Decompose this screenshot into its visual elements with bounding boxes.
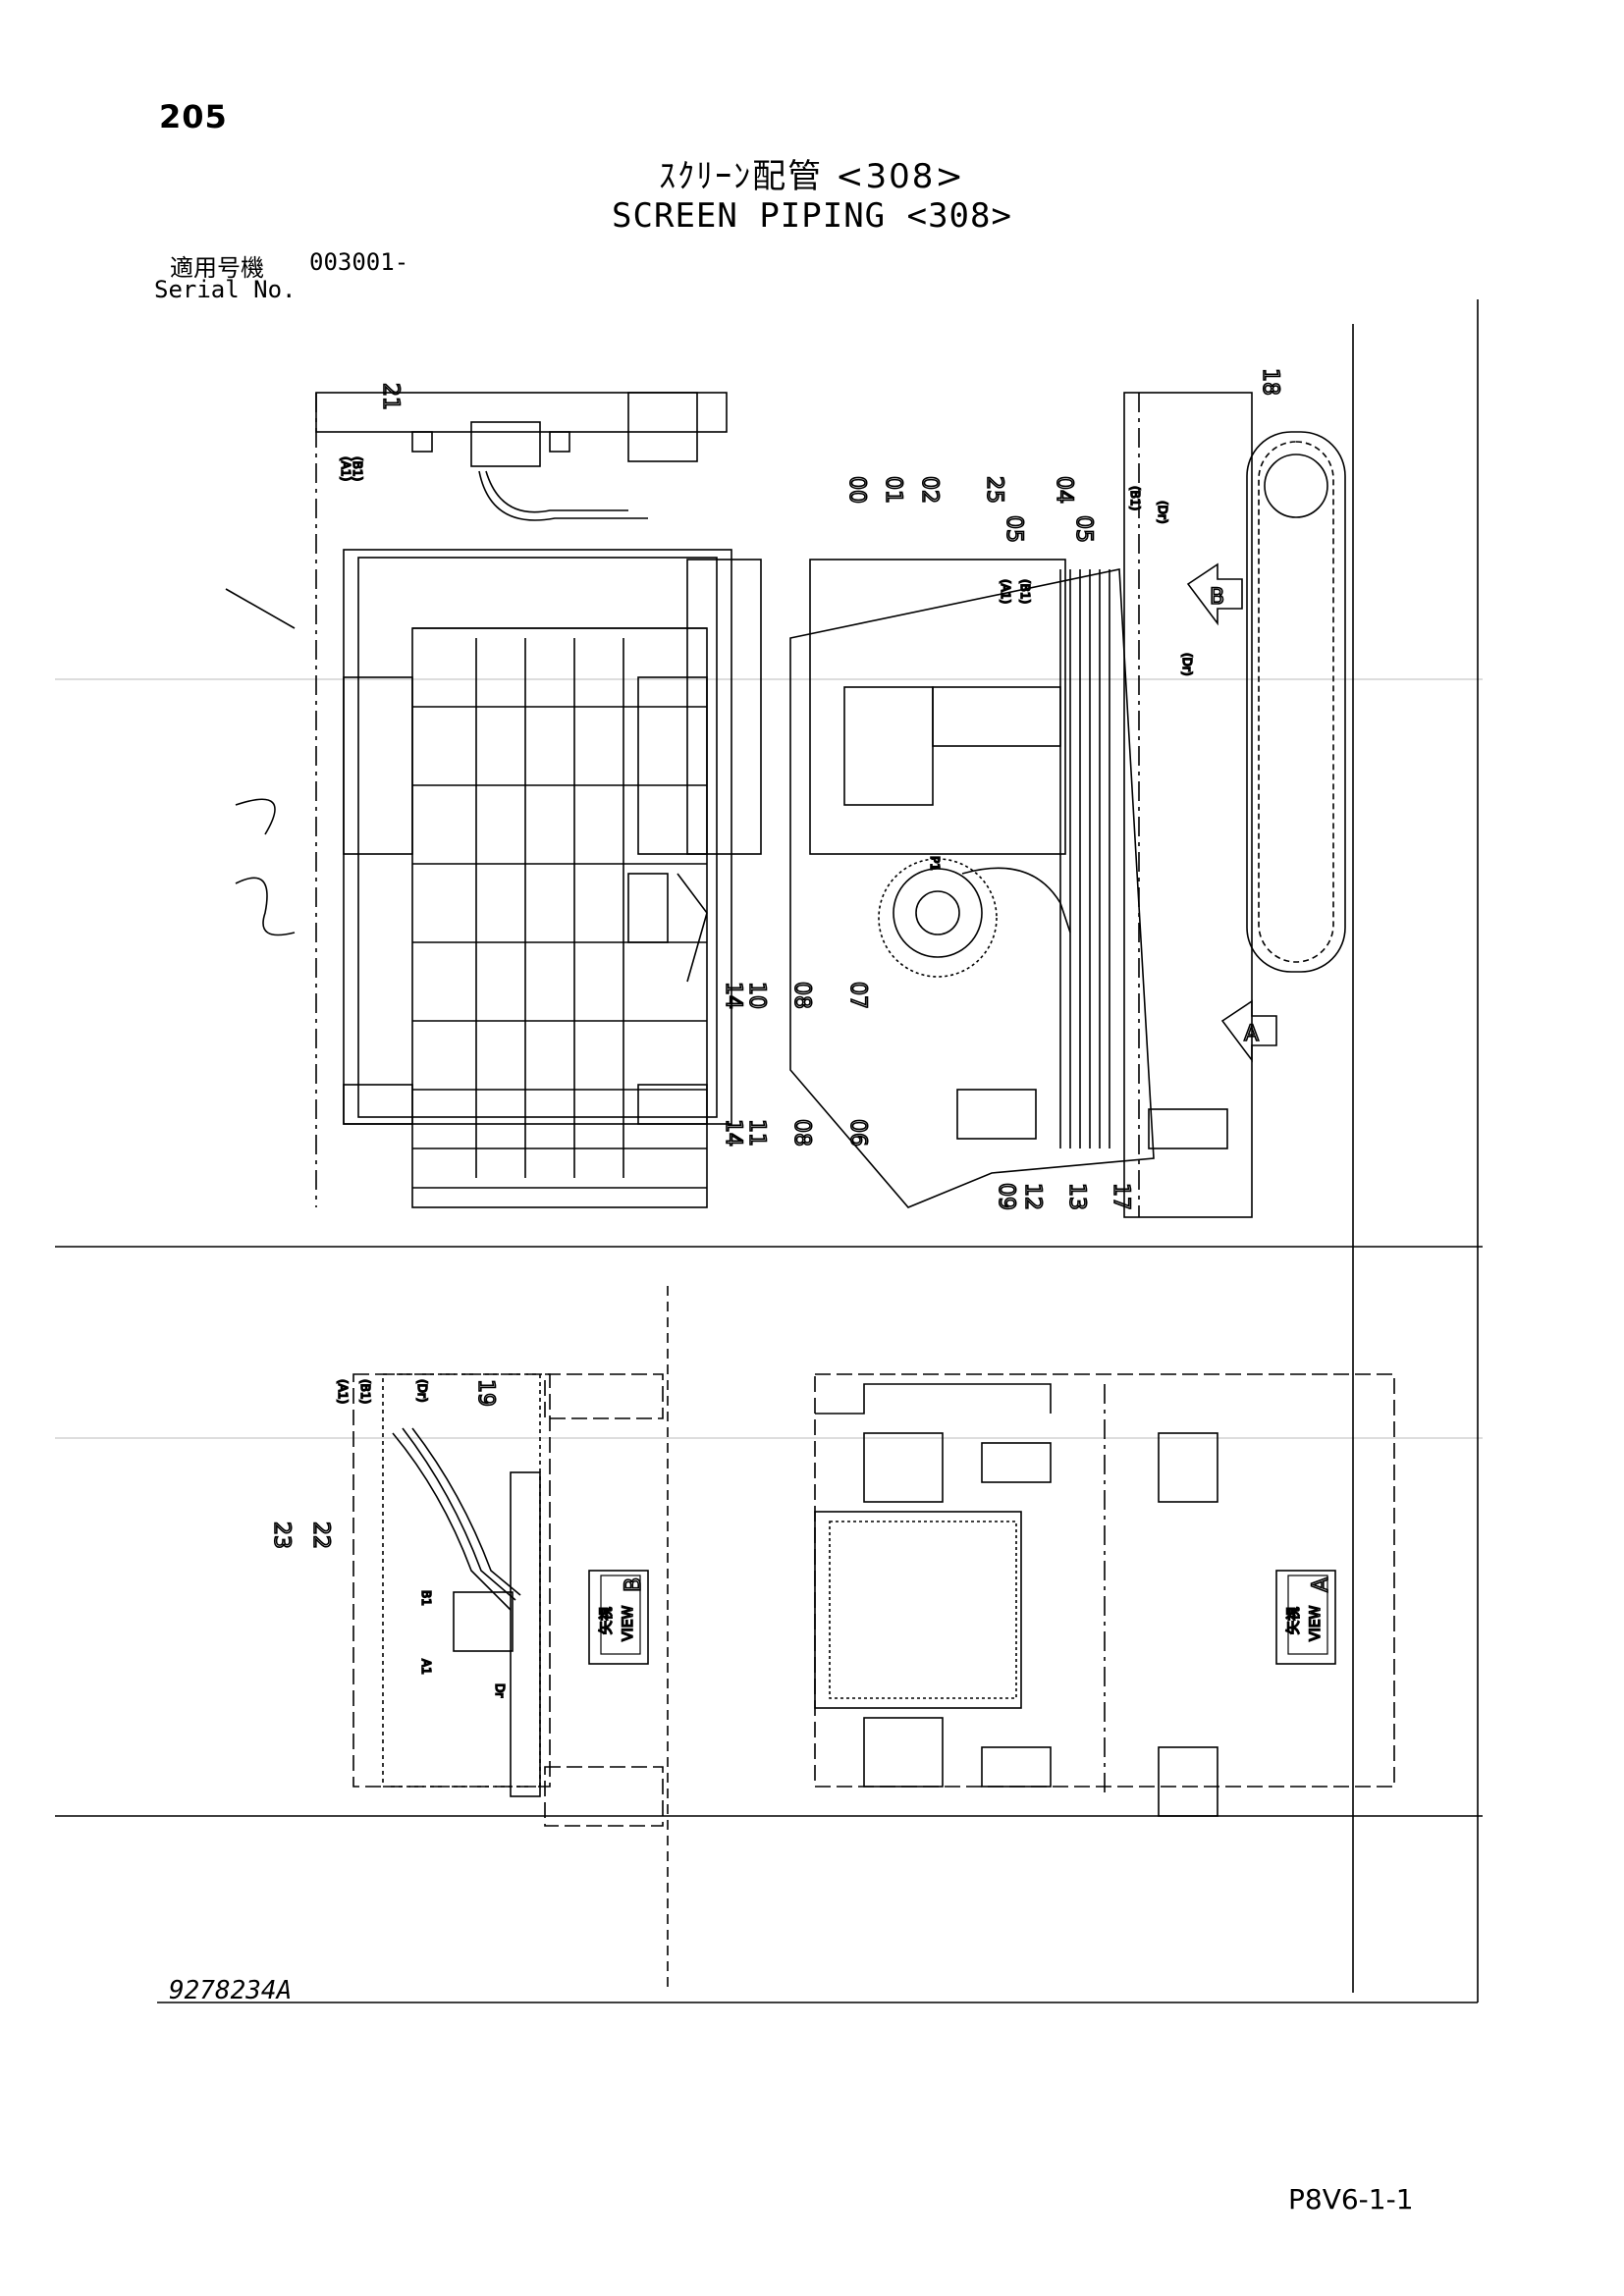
view-a-tag-jp: 矢視 (1286, 1607, 1302, 1634)
port-label-dr-view-b: (Dr) (415, 1379, 429, 1403)
page-title-english: SCREEN PIPING <308> (612, 196, 1012, 236)
callout-05b: 05 (1071, 515, 1096, 543)
callout-11: 11 (744, 1119, 769, 1147)
callout-23: 23 (269, 1522, 294, 1549)
page-number: 205 (159, 98, 228, 135)
serial-number-value: 003001- (309, 248, 409, 276)
view-a-tag-en: VIEW (1308, 1605, 1324, 1641)
arrow-b-letter: B (1210, 585, 1224, 610)
callout-10: 10 (744, 982, 769, 1009)
port-label-b1-top: (B1) (351, 456, 364, 481)
port-label-p1: P1 (928, 856, 942, 871)
port-label-b1-plain: B1 (419, 1590, 433, 1606)
arrow-a-letter: A (1244, 1022, 1259, 1046)
port-label-dr-right: (Dr) (1156, 501, 1169, 524)
callout-21: 21 (378, 383, 403, 410)
callout-14b: 14 (721, 1119, 745, 1147)
view-a-detail (814, 1373, 1395, 1817)
port-label-b1-side: (B1) (1018, 579, 1032, 604)
port-label-a1-top: (A1) (339, 456, 352, 481)
page-title-japanese: ｽｸﾘｰﾝ配管 <308> (659, 157, 965, 196)
callout-17: 17 (1109, 1183, 1133, 1210)
view-a-tag (1287, 1575, 1328, 1655)
callout-18: 18 (1258, 368, 1282, 396)
callout-14a: 14 (721, 982, 745, 1009)
callout-13: 13 (1064, 1183, 1089, 1210)
callout-12: 12 (1020, 1183, 1045, 1210)
callout-04: 04 (1052, 476, 1076, 504)
callout-25: 25 (982, 476, 1006, 504)
callout-08a: 08 (789, 982, 814, 1009)
view-b-tag-en: VIEW (621, 1605, 636, 1641)
drawing-number: 9278234A (169, 1976, 293, 2005)
port-label-a1-side: (A1) (999, 579, 1012, 604)
arrow-b-icon (1186, 562, 1243, 626)
callout-07: 07 (845, 982, 870, 1009)
serial-label-japanese: 適用号機 (170, 254, 264, 282)
callout-06: 06 (845, 1119, 870, 1147)
serial-label-english: Serial No. (154, 276, 297, 303)
port-label-a1-view-b: (A1) (336, 1379, 350, 1404)
sheet-code: P8V6-1-1 (1288, 2183, 1414, 2216)
callout-08b: 08 (789, 1119, 814, 1147)
parts-diagram: 21 18 00 01 02 25 05 04 05 14 10 08 07 1… (55, 299, 1483, 2003)
port-label-b1-view-b: (B1) (358, 1379, 372, 1404)
side-view-screen (789, 392, 1346, 1218)
arrow-a-icon (1220, 999, 1277, 1063)
callout-19: 19 (473, 1379, 498, 1407)
view-b-detail (352, 1373, 664, 1827)
port-label-b1-right: (B1) (1128, 486, 1142, 510)
callout-02: 02 (917, 476, 942, 504)
callout-22: 22 (308, 1522, 333, 1549)
port-label-dr-side: (Dr) (1180, 653, 1194, 676)
view-b-tag (600, 1575, 641, 1655)
port-label-a1-plain: A1 (419, 1659, 433, 1675)
callout-00: 00 (844, 476, 869, 504)
view-b-tag-jp: 矢視 (599, 1607, 615, 1634)
port-label-dr-plain: Dr (493, 1683, 507, 1697)
view-a-tag-letter: A (1309, 1577, 1333, 1592)
top-view-screen (225, 392, 762, 1208)
callout-01: 01 (881, 476, 905, 504)
callout-05: 05 (1001, 515, 1026, 543)
callout-09: 09 (994, 1183, 1018, 1210)
view-b-tag-letter: B (622, 1577, 646, 1592)
